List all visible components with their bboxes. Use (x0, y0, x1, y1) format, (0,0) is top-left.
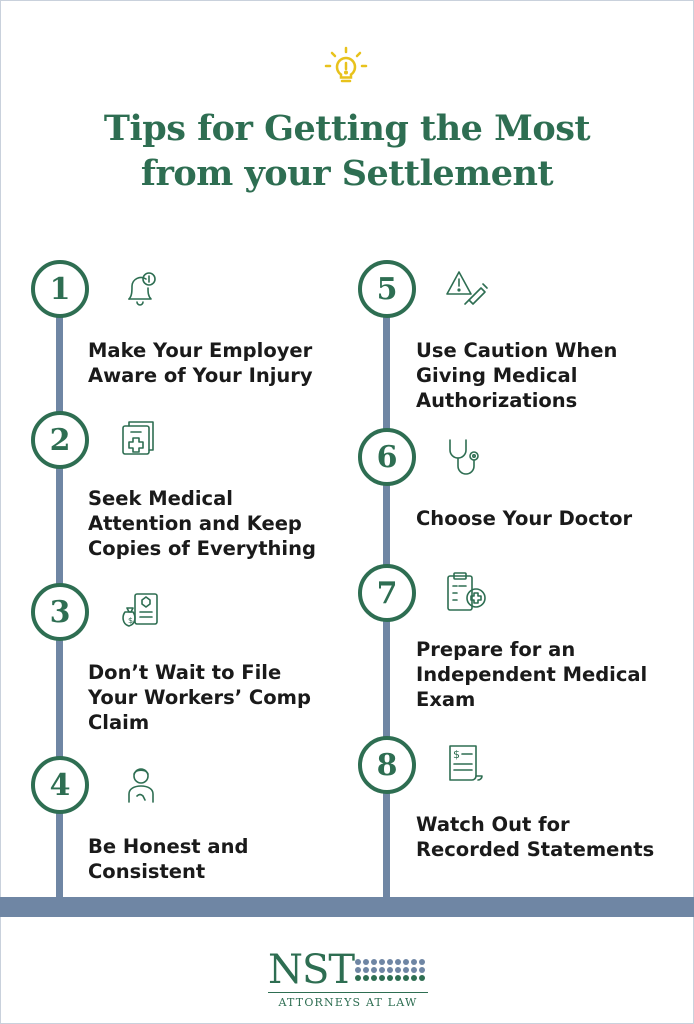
tip-line: Don’t Wait to File (88, 661, 282, 684)
tip-6-text: Choose Your Doctor (416, 506, 632, 531)
tip-line: Copies of Everything (88, 537, 316, 560)
alarm-bell-icon (119, 266, 163, 310)
footer-bar (0, 897, 694, 917)
tip-line: Recorded Statements (416, 838, 655, 861)
logo-wordmark: NST (268, 947, 355, 993)
medical-clipboard-icon (444, 570, 488, 614)
tip-line: Authorizations (416, 389, 578, 412)
tip-2-text: Seek Medical Attention and Keep Copies o… (88, 486, 316, 561)
medical-folder-icon (117, 416, 161, 460)
tip-5-text: Use Caution When Giving Medical Authoriz… (416, 338, 617, 413)
lightbulb-icon (322, 44, 370, 92)
step-number-circle: 3 (31, 583, 89, 641)
tip-line: Your Workers’ Comp (88, 686, 311, 709)
step-number-circle: 7 (358, 564, 416, 622)
tip-7-text: Prepare for an Independent Medical Exam (416, 637, 647, 712)
tip-line: Giving Medical (416, 364, 578, 387)
money-document-icon: $ (117, 588, 161, 632)
tip-line: Claim (88, 711, 150, 734)
caution-syringe-icon (445, 266, 489, 310)
page-title-line-2: from your Settlement (140, 153, 554, 194)
tip-line: Consistent (88, 860, 206, 883)
tip-line: Independent Medical (416, 663, 648, 686)
step-number-circle: 2 (31, 411, 89, 469)
step-number-circle: 4 (31, 756, 89, 814)
tip-8-text: Watch Out for Recorded Statements (416, 812, 654, 862)
step-number-circle: 1 (31, 260, 89, 318)
tip-line: Seek Medical (88, 487, 233, 510)
honest-person-icon (119, 762, 163, 806)
tip-line: Aware of Your Injury (88, 364, 313, 387)
tip-line: Use Caution When (416, 339, 618, 362)
tip-1-text: Make Your Employer Aware of Your Injury (88, 338, 313, 388)
logo-subtitle: ATTORNEYS AT LAW (278, 996, 418, 1009)
tip-line: Make Your Employer (88, 339, 313, 362)
tip-line: Exam (416, 688, 476, 711)
step-number-circle: 8 (358, 736, 416, 794)
invoice-document-icon: $ (444, 740, 488, 784)
svg-text:$: $ (453, 748, 460, 761)
svg-text:$: $ (128, 616, 133, 625)
step-number-circle: 6 (358, 428, 416, 486)
tip-4-text: Be Honest and Consistent (88, 834, 248, 884)
tip-3-text: Don’t Wait to File Your Workers’ Comp Cl… (88, 660, 311, 735)
page-title-line-1: Tips for Getting the Most (103, 108, 591, 149)
stethoscope-icon (444, 436, 488, 480)
step-number-circle: 5 (358, 260, 416, 318)
tip-line: Be Honest and (88, 835, 249, 858)
tip-line: Prepare for an (416, 638, 576, 661)
logo-dots-graphic (354, 958, 426, 986)
logo-divider (268, 992, 428, 993)
tip-line: Choose Your Doctor (416, 507, 633, 530)
nst-logo: NST ATTORNEYS AT LAW (268, 948, 428, 1014)
tip-line: Watch Out for (416, 813, 570, 836)
tip-line: Attention and Keep (88, 512, 302, 535)
